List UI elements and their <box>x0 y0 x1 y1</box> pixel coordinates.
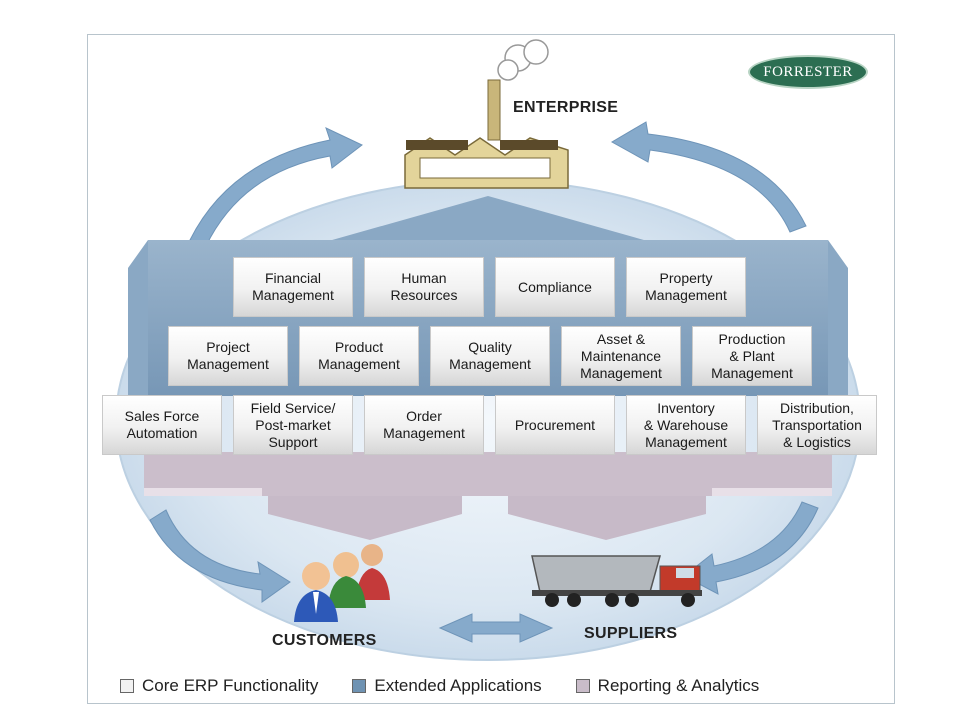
box-compliance: Compliance <box>495 257 615 317</box>
cycle-arrow-bottom <box>438 613 554 643</box>
cycle-arrow-top-right <box>610 121 807 233</box>
customers-illustration <box>294 544 390 622</box>
reporting-gap-left <box>144 488 262 496</box>
legend: Core ERP Functionality Extended Applicat… <box>120 676 793 696</box>
enterprise-up-arrow <box>318 196 658 244</box>
legend-item-reporting-analytics: Reporting & Analytics <box>575 676 760 696</box>
enterprise-label: ENTERPRISE <box>513 99 619 116</box>
suppliers-label: SUPPLIERS <box>584 625 678 642</box>
right-flare <box>828 240 848 396</box>
truck-illustration <box>531 555 702 607</box>
left-flare <box>128 240 148 396</box>
customers-down-arrow <box>268 496 462 540</box>
box-quality-management: Quality Management <box>430 326 550 386</box>
legend-label-extended-applications: Extended Applications <box>374 676 542 695</box>
box-order-management: Order Management <box>364 395 484 455</box>
box-project-management: Project Management <box>168 326 288 386</box>
box-field-service-support: Field Service/ Post-market Support <box>233 395 353 455</box>
box-financial-management: Financial Management <box>233 257 353 317</box>
reporting-gap-right <box>712 488 832 496</box>
box-production-plant-management: Production & Plant Management <box>692 326 812 386</box>
box-asset-maintenance-management: Asset & Maintenance Management <box>561 326 681 386</box>
box-inventory-warehouse-management: Inventory & Warehouse Management <box>626 395 746 455</box>
forrester-logo: FORRESTER <box>748 55 868 89</box>
legend-label-core-erp: Core ERP Functionality <box>142 676 319 695</box>
cycle-arrows <box>149 121 819 643</box>
box-distribution-transportation-logistics: Distribution, Transportation & Logistics <box>757 395 877 455</box>
box-sales-force-automation: Sales Force Automation <box>102 395 222 455</box>
reporting-area <box>144 452 832 540</box>
box-property-management: Property Management <box>626 257 746 317</box>
legend-swatch-reporting-analytics <box>575 679 590 693</box>
cycle-arrow-left-bottom <box>149 509 291 603</box>
legend-item-extended-applications: Extended Applications <box>352 676 542 696</box>
factory-illustration <box>404 39 569 189</box>
box-procurement: Procurement <box>495 395 615 455</box>
cycle-arrow-top-left <box>189 127 363 247</box>
box-product-management: Product Management <box>299 326 419 386</box>
customers-label: CUSTOMERS <box>272 632 377 649</box>
legend-swatch-extended-applications <box>352 679 367 693</box>
legend-swatch-core-erp <box>120 679 134 693</box>
legend-item-core-erp: Core ERP Functionality <box>120 676 318 696</box>
box-human-resources: Human Resources <box>364 257 484 317</box>
suppliers-down-arrow <box>508 496 706 540</box>
legend-label-reporting-analytics: Reporting & Analytics <box>597 676 760 695</box>
